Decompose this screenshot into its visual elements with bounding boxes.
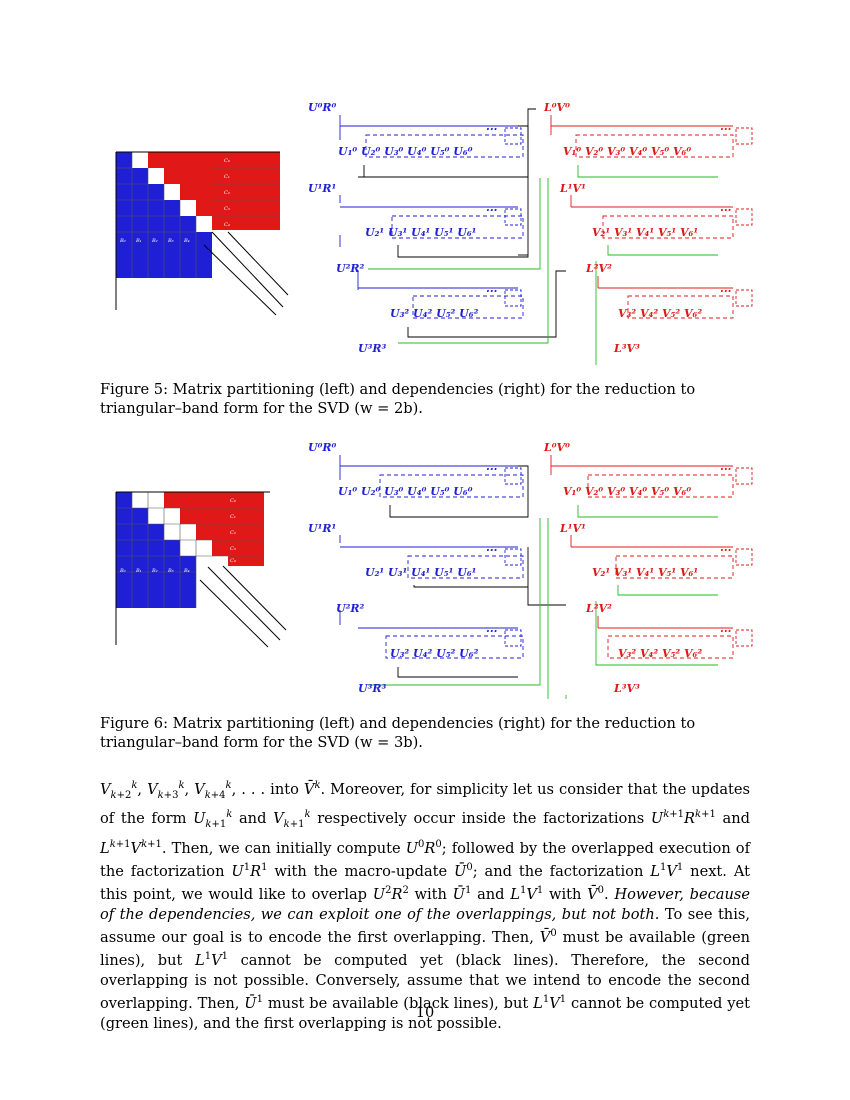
fig5-u1r1: U¹R¹ — [308, 182, 336, 195]
fig5-u2r2: U²R² — [336, 262, 365, 275]
svg-text:U₃² U₄² U₅² U₆²: U₃² U₄² U₅² U₆² — [390, 647, 479, 660]
figure-5-graphic: C₀ C₁ C₂ C₃ C₄ B₀ B₁ B₂ B₃ B₄ — [115, 101, 753, 365]
svg-text:V₃² V₄² V₅² V₆²: V₃² V₄² V₅² V₆² — [618, 647, 702, 660]
fig6-l3v3: L³V³ — [613, 682, 640, 695]
svg-text:B₁: B₁ — [135, 568, 142, 574]
svg-text:C₃: C₃ — [230, 546, 236, 552]
svg-text:U₁⁰ U₂⁰ U₃⁰ U₄⁰ U₅⁰ U₆⁰: U₁⁰ U₂⁰ U₃⁰ U₄⁰ U₅⁰ U₆⁰ — [338, 145, 473, 158]
svg-text:U₃² U₄² U₅² U₆²: U₃² U₄² U₅² U₆² — [390, 307, 479, 320]
svg-text:...: ... — [720, 460, 732, 473]
svg-text:B₀: B₀ — [119, 238, 126, 244]
svg-text:C₄: C₄ — [230, 558, 236, 564]
svg-text:...: ... — [486, 201, 498, 214]
svg-text:V₁⁰ V₂⁰ V₃⁰ V₄⁰ V₅⁰ V₆⁰: V₁⁰ V₂⁰ V₃⁰ V₄⁰ V₅⁰ V₆⁰ — [563, 485, 691, 498]
svg-text:...: ... — [486, 460, 498, 473]
svg-text:...: ... — [720, 120, 732, 133]
u-labels: U⁰R⁰ U¹R¹ U²R² U³R³ U₁⁰ U₂⁰ U₃⁰ U₄⁰ U₅⁰ … — [308, 101, 498, 355]
svg-text:U₁⁰ U₂⁰ U₃⁰ U₄⁰ U₅⁰ U₆⁰: U₁⁰ U₂⁰ U₃⁰ U₄⁰ U₅⁰ U₆⁰ — [338, 485, 473, 498]
svg-text:B₁: B₁ — [135, 238, 142, 244]
figure-6-graphic: C₀ C₁ C₂ C₃ C₄ B₀ B₁ B₂ B₃ B₄ — [115, 441, 753, 699]
svg-text:...: ... — [486, 541, 498, 554]
u-dependency-graph — [339, 115, 524, 319]
figure-6-caption: Figure 6: Matrix partitioning (left) and… — [100, 715, 696, 751]
svg-text:C₁: C₁ — [224, 174, 230, 180]
fig6-l2v2: L²V² — [585, 602, 612, 615]
svg-text:C₀: C₀ — [230, 498, 236, 504]
fig5-u3r3: U³R³ — [358, 342, 387, 355]
svg-text:...: ... — [720, 282, 732, 295]
svg-text:V₂¹ V₃¹ V₄¹ V₅¹ V₆¹: V₂¹ V₃¹ V₄¹ V₅¹ V₆¹ — [592, 226, 698, 239]
svg-text:C₁: C₁ — [230, 514, 236, 520]
svg-text:B₂: B₂ — [151, 238, 158, 244]
svg-text:C₀: C₀ — [224, 158, 230, 164]
svg-text:B₃: B₃ — [167, 238, 174, 244]
svg-text:C₂: C₂ — [224, 190, 230, 196]
fig6-l0v0: L⁰V⁰ — [543, 441, 570, 454]
svg-text:...: ... — [486, 120, 498, 133]
svg-text:C₃: C₃ — [224, 206, 230, 212]
fig6-u3r3: U³R³ — [358, 682, 387, 695]
fig6-u0r0: U⁰R⁰ — [308, 441, 337, 454]
fig5-u0r0: U⁰R⁰ — [308, 101, 337, 114]
figure-5-caption: Figure 5: Matrix partitioning (left) and… — [100, 381, 696, 417]
svg-text:V₂¹ V₃¹ V₄¹ V₅¹ V₆¹: V₂¹ V₃¹ V₄¹ V₅¹ V₆¹ — [592, 566, 698, 579]
svg-text:C₂: C₂ — [230, 530, 236, 536]
svg-text:V₃² V₄² V₅² V₆²: V₃² V₄² V₅² V₆² — [618, 307, 702, 320]
matrix-partition: C₀ C₁ C₂ C₃ C₄ B₀ B₁ B₂ B₃ B₄ — [115, 491, 287, 648]
svg-text:U₂¹ U₃¹ U₄¹ U₅¹ U₆¹: U₂¹ U₃¹ U₄¹ U₅¹ U₆¹ — [365, 566, 476, 579]
v-labels: L⁰V⁰ L¹V¹ L²V² L³V³ V₁⁰ V₂⁰ V₃⁰ V₄⁰ V₅⁰ … — [543, 101, 732, 355]
page-number: 10 — [415, 1004, 435, 1021]
figure-5: C₀ C₁ C₂ C₃ C₄ B₀ B₁ B₂ B₃ B₄ — [108, 95, 758, 365]
svg-text:U₂¹ U₃¹ U₄¹ U₅¹ U₆¹: U₂¹ U₃¹ U₄¹ U₅¹ U₆¹ — [365, 226, 476, 239]
svg-text:B₂: B₂ — [151, 568, 158, 574]
svg-text:...: ... — [720, 201, 732, 214]
fig5-l3v3: L³V³ — [613, 342, 640, 355]
svg-text:B₃: B₃ — [167, 568, 174, 574]
v-green-links — [368, 165, 718, 365]
matrix-partition: C₀ C₁ C₂ C₃ C₄ B₀ B₁ B₂ B₃ B₄ — [115, 151, 289, 316]
svg-text:...: ... — [720, 541, 732, 554]
svg-text:B₄: B₄ — [183, 238, 190, 244]
fig5-l1v1: L¹V¹ — [559, 182, 586, 195]
v-dependency-graph — [550, 115, 753, 319]
svg-text:...: ... — [486, 282, 498, 295]
fig5-l2v2: L²V² — [585, 262, 612, 275]
svg-text:B₀: B₀ — [119, 568, 126, 574]
svg-text:...: ... — [486, 622, 498, 635]
fig5-l0v0: L⁰V⁰ — [543, 101, 570, 114]
u-black-links — [358, 108, 566, 338]
svg-text:B₄: B₄ — [183, 568, 190, 574]
fig6-l1v1: L¹V¹ — [559, 522, 586, 535]
figure-6: C₀ C₁ C₂ C₃ C₄ B₀ B₁ B₂ B₃ B₄ — [108, 435, 758, 705]
fig6-u1r1: U¹R¹ — [308, 522, 336, 535]
svg-text:V₁⁰ V₂⁰ V₃⁰ V₄⁰ V₅⁰ V₆⁰: V₁⁰ V₂⁰ V₃⁰ V₄⁰ V₅⁰ V₆⁰ — [563, 145, 691, 158]
body-paragraph: Vk+2k, Vk+3k, Vk+4k, . . . into V̄k. Mor… — [100, 780, 751, 1032]
fig6-u2r2: U²R² — [336, 602, 365, 615]
svg-text:...: ... — [720, 622, 732, 635]
svg-text:C₄: C₄ — [224, 222, 230, 228]
